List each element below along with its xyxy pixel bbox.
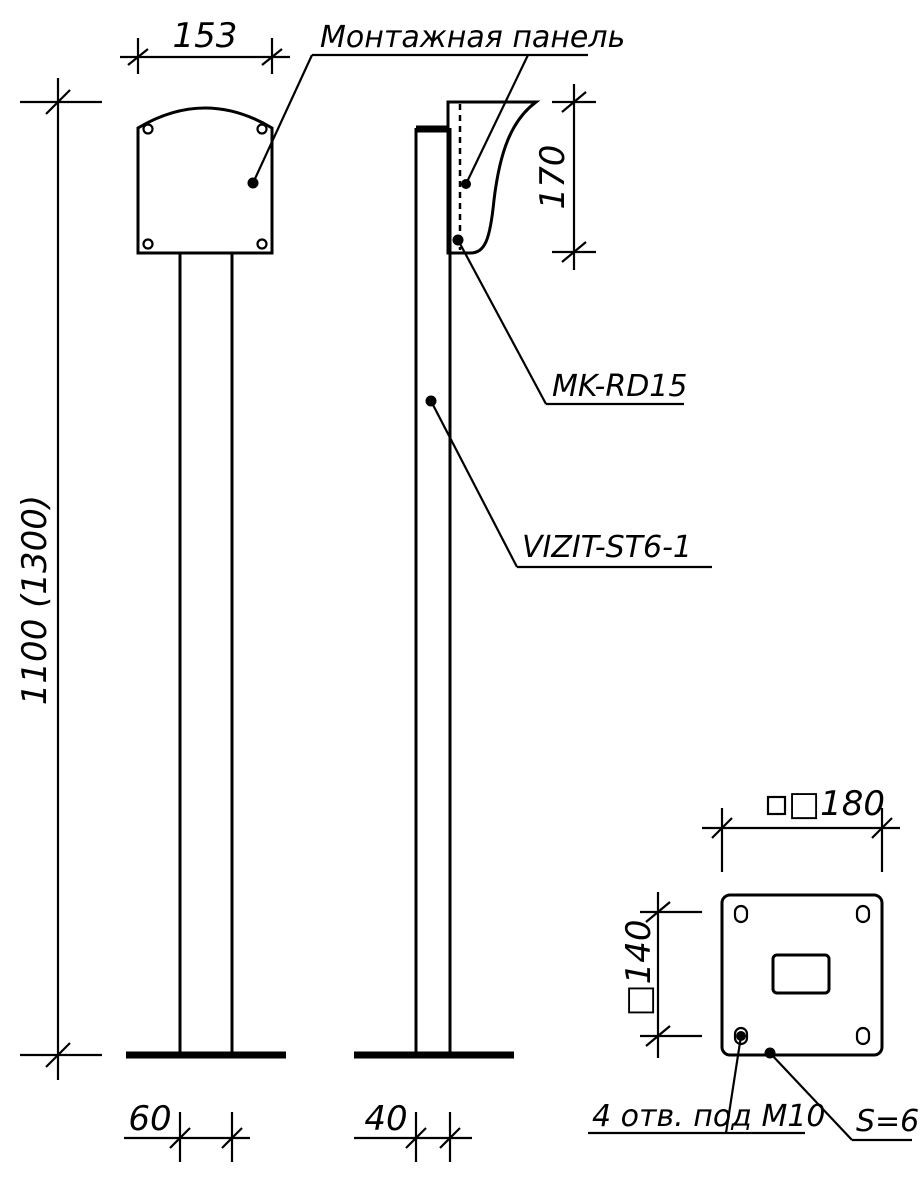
- dim-height-text: 1100 (1300): [15, 495, 55, 705]
- bracket-panel-dot: [461, 179, 471, 189]
- mounting-hole-bl: [733, 1026, 749, 1046]
- label-thickness: S=6: [769, 1052, 919, 1142]
- mounting-hole-br: [855, 1026, 871, 1046]
- label-thickness-text: S=6: [856, 1104, 919, 1139]
- dim-post-side: 40: [354, 1099, 472, 1162]
- dim-bracket-height-text: 170: [533, 145, 573, 210]
- label-bracket-text: MK-RD15: [552, 369, 687, 404]
- label-mounting-panel: Монтажная панель: [252, 20, 625, 185]
- label-post-text: VIZIT-ST6-1: [522, 530, 692, 565]
- dim-base-size-text: □180: [788, 784, 885, 824]
- label-holes-text: 4 отв. под М10: [592, 1099, 826, 1134]
- dim-height: 1100 (1300): [15, 78, 102, 1080]
- dim-post-front: 60: [124, 1099, 250, 1162]
- bracket-mk-rd15: [446, 100, 541, 255]
- mounting-hole-tr: [855, 904, 871, 924]
- base-plate-center-opening: [771, 953, 831, 995]
- dim-hole-spacing: □140: [619, 892, 702, 1058]
- label-mounting-panel-text: Монтажная панель: [320, 20, 625, 55]
- dim-post-front-text: 60: [128, 1099, 171, 1139]
- label-post: VIZIT-ST6-1: [430, 400, 712, 569]
- panel-screw-bl: [142, 238, 154, 250]
- front-view: [126, 106, 286, 1059]
- panel-screw-br: [256, 238, 268, 250]
- square-symbol-180: [766, 795, 787, 816]
- side-view: [354, 100, 541, 1059]
- front-mounting-panel: [136, 106, 274, 255]
- base-plate-outline: [720, 893, 884, 1057]
- label-holes: 4 отв. под М10: [588, 1035, 826, 1135]
- dim-bracket-height: 170: [533, 84, 596, 270]
- panel-screw-tr: [256, 123, 268, 135]
- label-bracket: MK-RD15: [457, 239, 687, 406]
- dim-base-size: □180: [702, 784, 900, 872]
- dim-panel-width: 153: [120, 16, 290, 74]
- dim-hole-spacing-text: □140: [619, 919, 659, 1016]
- dim-panel-width-text: 153: [173, 16, 238, 56]
- base-plate-top-view: [720, 893, 884, 1059]
- dim-post-side-text: 40: [364, 1099, 407, 1139]
- panel-screw-tl: [142, 123, 154, 135]
- mounting-hole-tl: [733, 904, 749, 924]
